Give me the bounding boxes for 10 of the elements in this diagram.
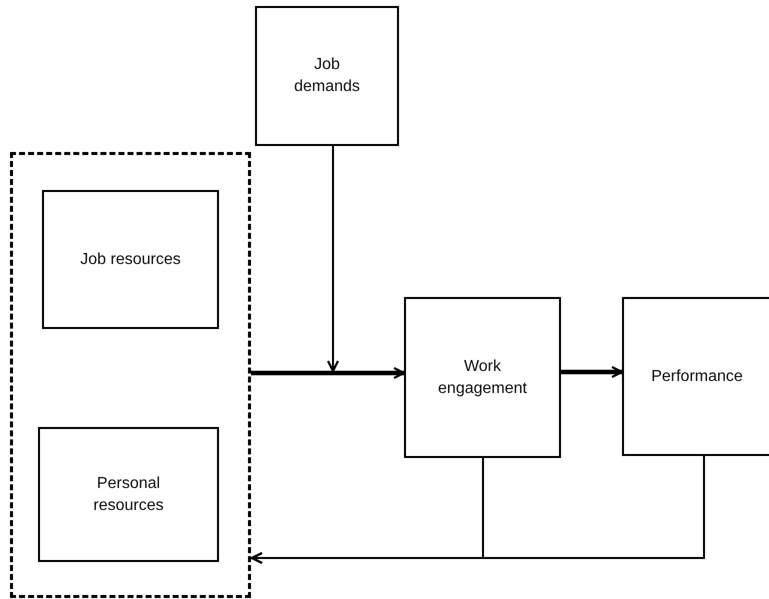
process-box: Work engagement <box>404 297 561 458</box>
process-box: Job demands <box>255 6 399 146</box>
arrow <box>251 366 406 380</box>
arrow <box>561 366 624 378</box>
arrow <box>326 146 340 372</box>
arrow <box>250 456 705 564</box>
dashed-group-box <box>10 152 251 598</box>
process-box: Performance <box>622 297 769 456</box>
process-box: Job resources <box>42 190 219 329</box>
process-box: Personal resources <box>38 427 219 562</box>
